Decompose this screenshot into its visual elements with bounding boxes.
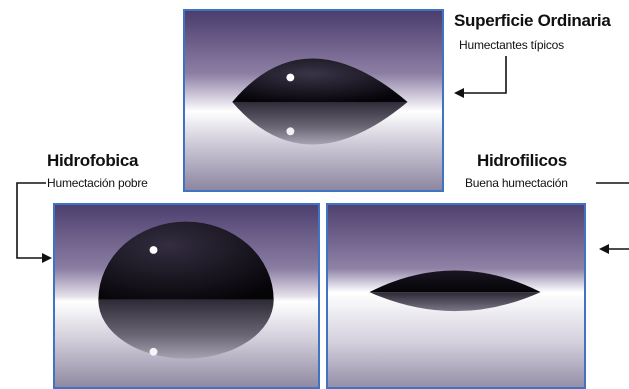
connector-arrow-hydrophobic — [6, 176, 56, 270]
ordinary-droplet-image — [185, 11, 442, 190]
panel-hydrophilic — [326, 203, 586, 389]
label-ordinary-subtitle: Humectantes típicos — [459, 38, 564, 52]
connector-arrow-ordinary — [440, 52, 520, 102]
panel-hydrophobic — [53, 203, 320, 389]
label-hydrophilic-subtitle: Buena humectación — [465, 176, 568, 190]
label-hydrophobic-title: Hidrofobica — [47, 151, 138, 171]
label-ordinary-title: Superficie Ordinaria — [454, 11, 611, 31]
highlight-dot — [286, 74, 294, 82]
hydrophobic-droplet-image — [55, 205, 318, 387]
highlight-dot-reflection — [150, 348, 158, 356]
highlight-dot — [150, 246, 158, 254]
highlight-dot-reflection — [286, 127, 294, 135]
hydrophilic-droplet-image — [328, 205, 584, 387]
label-hydrophobic-subtitle: Humectación pobre — [47, 176, 148, 190]
label-hydrophilic-title: Hidrofilicos — [477, 151, 567, 171]
connector-arrow-hydrophilic — [590, 176, 629, 270]
panel-ordinary-surface — [183, 9, 444, 192]
